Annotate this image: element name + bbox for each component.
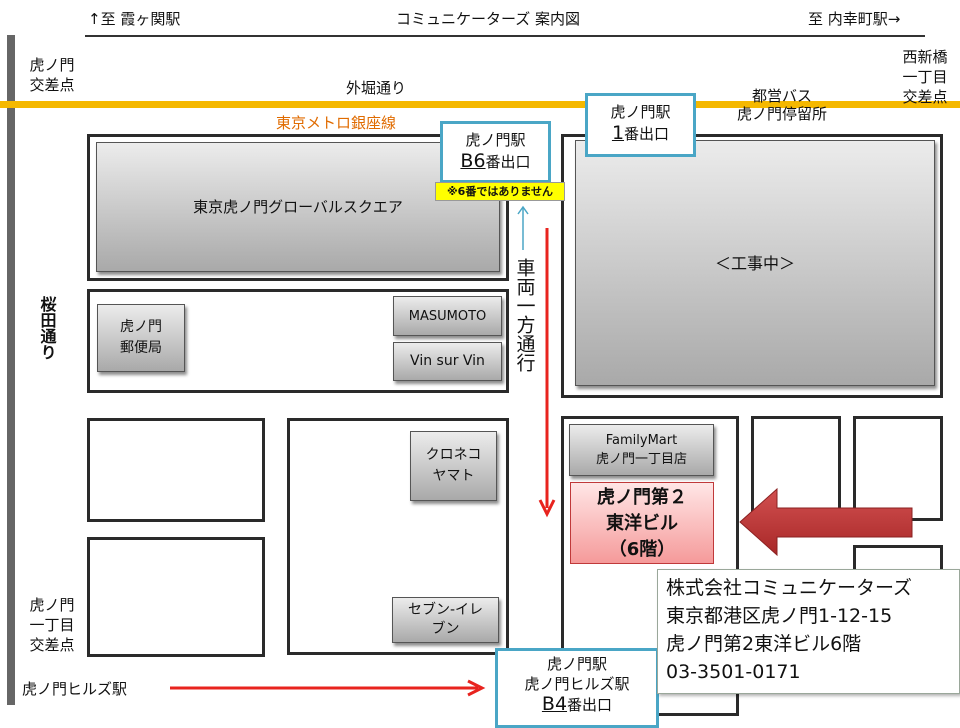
destination-building: 虎ノ門第２ 東洋ビル （6階）	[570, 482, 714, 564]
company-info-box: 株式会社コミュニケーターズ 東京都港区虎ノ門1-12-15 虎ノ門第2東洋ビル6…	[657, 569, 960, 694]
exit-b4-station2: 虎ノ門ヒルズ駅	[524, 675, 630, 693]
up-arrow-icon	[517, 205, 529, 250]
building-familymart: FamilyMart 虎ノ門一丁目店	[569, 424, 714, 476]
building-seven-eleven: セブン-イレ ブン	[392, 597, 499, 643]
exit-1-number: 1番出口	[611, 122, 670, 144]
company-name: 株式会社コミュニケーターズ	[666, 577, 913, 599]
map-title: コミュニケーターズ 案内図	[395, 10, 581, 28]
block-lower-left-2	[87, 537, 265, 657]
block-right-2	[853, 416, 943, 521]
exit-b4-station: 虎ノ門駅	[546, 655, 607, 673]
exit-b6-station: 虎ノ門駅	[465, 131, 526, 149]
building-global-square: 東京虎ノ門グローバルスクエア	[96, 142, 500, 272]
intersection-nishishinbashi: 西新橋 一丁目 交差点	[902, 48, 948, 106]
intersection-toranomon: 虎ノ門 交差点	[29, 56, 75, 94]
one-way-label: 車両一方通行	[513, 258, 536, 372]
company-building: 虎ノ門第2東洋ビル6階	[666, 633, 862, 655]
sotobori-road	[0, 101, 960, 108]
exit-1-station: 虎ノ門駅	[610, 103, 671, 121]
metro-line-label: 東京メトロ銀座線	[276, 114, 397, 132]
company-phone: 03-3501-0171	[666, 661, 801, 683]
exit-b6: 虎ノ門駅 B6番出口	[440, 121, 551, 183]
bus-stop-label: 都営バス 虎ノ門停留所	[736, 87, 827, 123]
block-lower-left-1	[87, 418, 265, 522]
building-vin-sur-vin: Vin sur Vin	[393, 342, 502, 381]
hills-station-label: 虎ノ門ヒルズ駅	[22, 680, 128, 698]
destination-arrow-icon	[739, 487, 913, 557]
one-way-arrow-icon	[538, 228, 556, 518]
sakurada-street-label: 桜田通り	[37, 296, 57, 360]
hills-route-arrow-icon	[170, 679, 486, 697]
company-address: 東京都港区虎ノ門1-12-15	[666, 605, 893, 627]
building-masumoto: MASUMOTO	[393, 296, 502, 336]
exit-b4: 虎ノ門駅 虎ノ門ヒルズ駅 B4番出口	[495, 648, 659, 728]
intersection-toranomon-1chome: 虎ノ門 一丁目 交差点	[29, 596, 75, 654]
sakurada-road	[7, 35, 15, 705]
direction-kasumigaseki: ↑至 霞ヶ関駅	[88, 10, 181, 28]
exit-1: 虎ノ門駅 1番出口	[585, 93, 696, 157]
building-construction: ＜工事中＞	[575, 140, 935, 386]
building-post-office: 虎ノ門 郵便局	[97, 304, 185, 372]
exit-b6-number: B6番出口	[460, 150, 531, 172]
direction-uchisaiwaicho: 至 内幸町駅→	[808, 10, 901, 28]
exit-b6-note: ※6番ではありません	[435, 182, 565, 201]
building-kuroneko: クロネコ ヤマト	[410, 431, 497, 501]
header-rule	[85, 35, 925, 37]
sotobori-street-label: 外堀通り	[346, 79, 407, 97]
exit-b4-number: B4番出口	[541, 693, 613, 715]
